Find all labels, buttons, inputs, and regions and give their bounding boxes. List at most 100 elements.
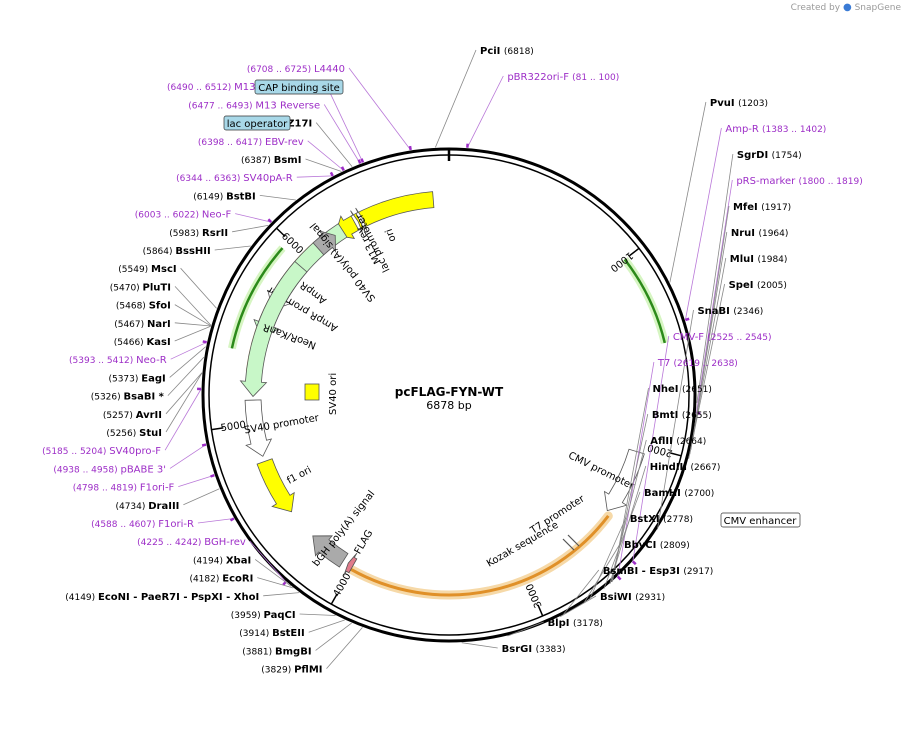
site-name: pRS-marker <box>736 176 798 187</box>
leader-xbai <box>254 559 292 587</box>
primer-mark-ebv-rev <box>340 166 345 171</box>
site-name: BsaBI * <box>124 392 165 403</box>
site-position: (6818) <box>504 47 534 57</box>
green-arc-1 <box>230 247 284 349</box>
primer-mark-neo-r <box>202 340 207 344</box>
leader-m13-reverse <box>323 104 361 164</box>
cap-binding-site-label: CAP binding site <box>258 83 340 94</box>
site-name: AvrII <box>136 410 162 421</box>
site-name: EBV-rev <box>265 137 304 148</box>
leader-bbvci <box>583 543 621 604</box>
leader-bsiwi <box>559 595 597 618</box>
site-position: (6708 .. 6725) <box>247 65 314 75</box>
site-label-pbabe-3: (4938 .. 4958) pBABE 3' <box>53 464 166 475</box>
feature-flag-label: FLAG <box>353 528 376 556</box>
leader-snabi <box>657 309 694 530</box>
site-name: BmtI <box>652 410 682 421</box>
plasmid-length: 6878 bp <box>426 399 471 412</box>
leader-f1ori-f <box>178 474 215 487</box>
site-label-bsrgi: BsrGI (3383) <box>502 644 566 655</box>
leader-bsmbi-esp3i <box>562 569 600 616</box>
site-position: (5470) <box>110 283 143 293</box>
plasmid-name: pcFLAG-FYN-WT <box>395 385 504 399</box>
site-label-pbr322ori-f: pBR322ori-F (81 .. 100) <box>507 72 619 83</box>
snapgene-credit: Created by ● SnapGene <box>791 2 901 13</box>
site-name: HindIII <box>650 462 691 473</box>
site-position: (5393 .. 5412) <box>69 356 136 366</box>
site-label-ebv-rev: (6398 .. 6417) EBV-rev <box>198 137 304 148</box>
site-position: (1203) <box>738 99 768 109</box>
site-label-paqci: (3959) PaqCI <box>231 610 296 621</box>
site-name: KasI <box>147 337 171 348</box>
site-position: (5864) <box>143 247 176 257</box>
site-name: BstZ17I <box>269 119 312 130</box>
site-position: (2525 .. 2545) <box>707 333 771 343</box>
site-name: PflMI <box>294 665 322 676</box>
leader-bstbi <box>259 195 296 201</box>
site-name: Neo-F <box>202 210 232 221</box>
site-position: (5257) <box>103 411 136 421</box>
site-name: BssHII <box>175 246 210 257</box>
site-name: XbaI <box>226 555 251 566</box>
leader-cmv-f <box>632 335 670 562</box>
site-position: (6387) <box>241 156 274 166</box>
leader-neo-f <box>235 213 272 223</box>
leader-l4440 <box>348 67 411 151</box>
site-position: (1917) <box>761 203 791 213</box>
tick-5000 <box>211 427 224 431</box>
site-position: (4938 .. 4958) <box>53 465 120 475</box>
feature-lac-promoter-shape <box>355 207 368 232</box>
site-position: (4182) <box>189 575 222 585</box>
site-label-draiii: (4734) DraIII <box>115 501 179 512</box>
site-name: BbvCI <box>624 540 660 551</box>
credit-brand: SnapGene <box>854 3 901 13</box>
cap-binding-site-box: CAP binding site <box>254 79 344 95</box>
site-position: (2346) <box>733 307 763 317</box>
primer-mark-pbabe-3 <box>201 443 207 447</box>
leader-mlui <box>689 257 727 455</box>
site-position: (4588 .. 4607) <box>91 520 158 530</box>
site-label-sfoi: (5468) SfoI <box>116 301 171 312</box>
site-position: (5466) <box>114 338 147 348</box>
site-name: F1ori-R <box>158 519 194 530</box>
site-position: (3914) <box>239 629 272 639</box>
leader-ecori <box>257 577 294 589</box>
site-name: RsrII <box>202 228 228 239</box>
site-name: PluTI <box>143 282 171 293</box>
site-label-nhei: NheI (2651) <box>653 384 712 395</box>
site-position: (5549) <box>118 265 151 275</box>
site-label-avrii: (5257) AvrII <box>103 410 162 421</box>
site-position: (1754) <box>772 151 802 161</box>
site-label-msci: (5549) MscI <box>118 264 176 275</box>
leader-sfoi <box>174 304 212 327</box>
leader-sv40pa-r <box>296 175 333 178</box>
site-label-xbai: (4194) XbaI <box>193 555 251 566</box>
leader-spei <box>688 283 725 460</box>
leader-paqci <box>299 613 336 616</box>
site-name: AflII <box>650 436 676 447</box>
site-position: (3178) <box>573 619 603 629</box>
feature-sv40-promoter-shape <box>244 399 273 457</box>
site-position: (5467) <box>114 320 147 330</box>
leader-kasi <box>174 325 211 342</box>
feature-ampr-label: AmpR <box>298 279 329 306</box>
site-label-bmti: BmtI (2655) <box>652 410 712 421</box>
leader-nrui <box>690 231 728 450</box>
lac-operator-box: lac operator <box>223 115 291 131</box>
site-name: EcoRI <box>222 574 253 585</box>
site-name: M13 Reverse <box>255 100 320 111</box>
primer-mark-sv40pa-r <box>329 171 334 177</box>
site-name: EcoNI - PaeR7I - PspXI - XhoI <box>98 592 259 603</box>
site-position: (5468) <box>116 302 149 312</box>
tick-3000 <box>537 604 544 617</box>
site-label-neo-r: (5393 .. 5412) Neo-R <box>69 355 167 366</box>
leader-pluti <box>174 286 212 326</box>
feature-ori-label: ori <box>384 227 399 243</box>
site-name: SpeI <box>729 280 757 291</box>
site-name: BsiWI <box>600 592 635 603</box>
site-name: pBABE 3' <box>120 464 166 475</box>
site-name: MscI <box>151 264 177 275</box>
site-name: NruI <box>731 228 759 239</box>
leader-nari <box>174 322 211 327</box>
site-position: (4798 .. 4819) <box>73 484 140 494</box>
